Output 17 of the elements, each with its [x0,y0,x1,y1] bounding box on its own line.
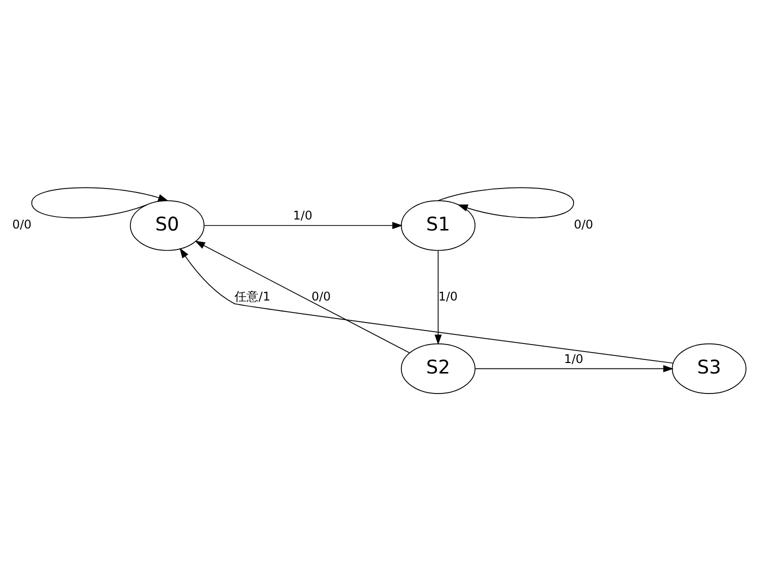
edge-label: 1/0 [564,352,584,366]
edge-label: 0/0 [12,218,32,232]
arrow [31,187,168,218]
node-ellipse: S1 [400,200,476,251]
edge-label: 0/0 [574,218,594,232]
node-ellipse: S2 [400,343,476,394]
node-ellipse: S0 [130,200,204,251]
arrow [180,248,674,364]
arrow [204,222,403,230]
arrow [194,240,410,354]
edge-label: 1/0 [293,208,312,223]
arrow [474,365,674,372]
arrow [434,250,442,345]
edge-label: 任意/1 [234,289,270,304]
edge-label: 0/0 [311,289,331,304]
node-ellipse: S3 [672,343,746,394]
edge-label: 1/0 [438,289,458,304]
